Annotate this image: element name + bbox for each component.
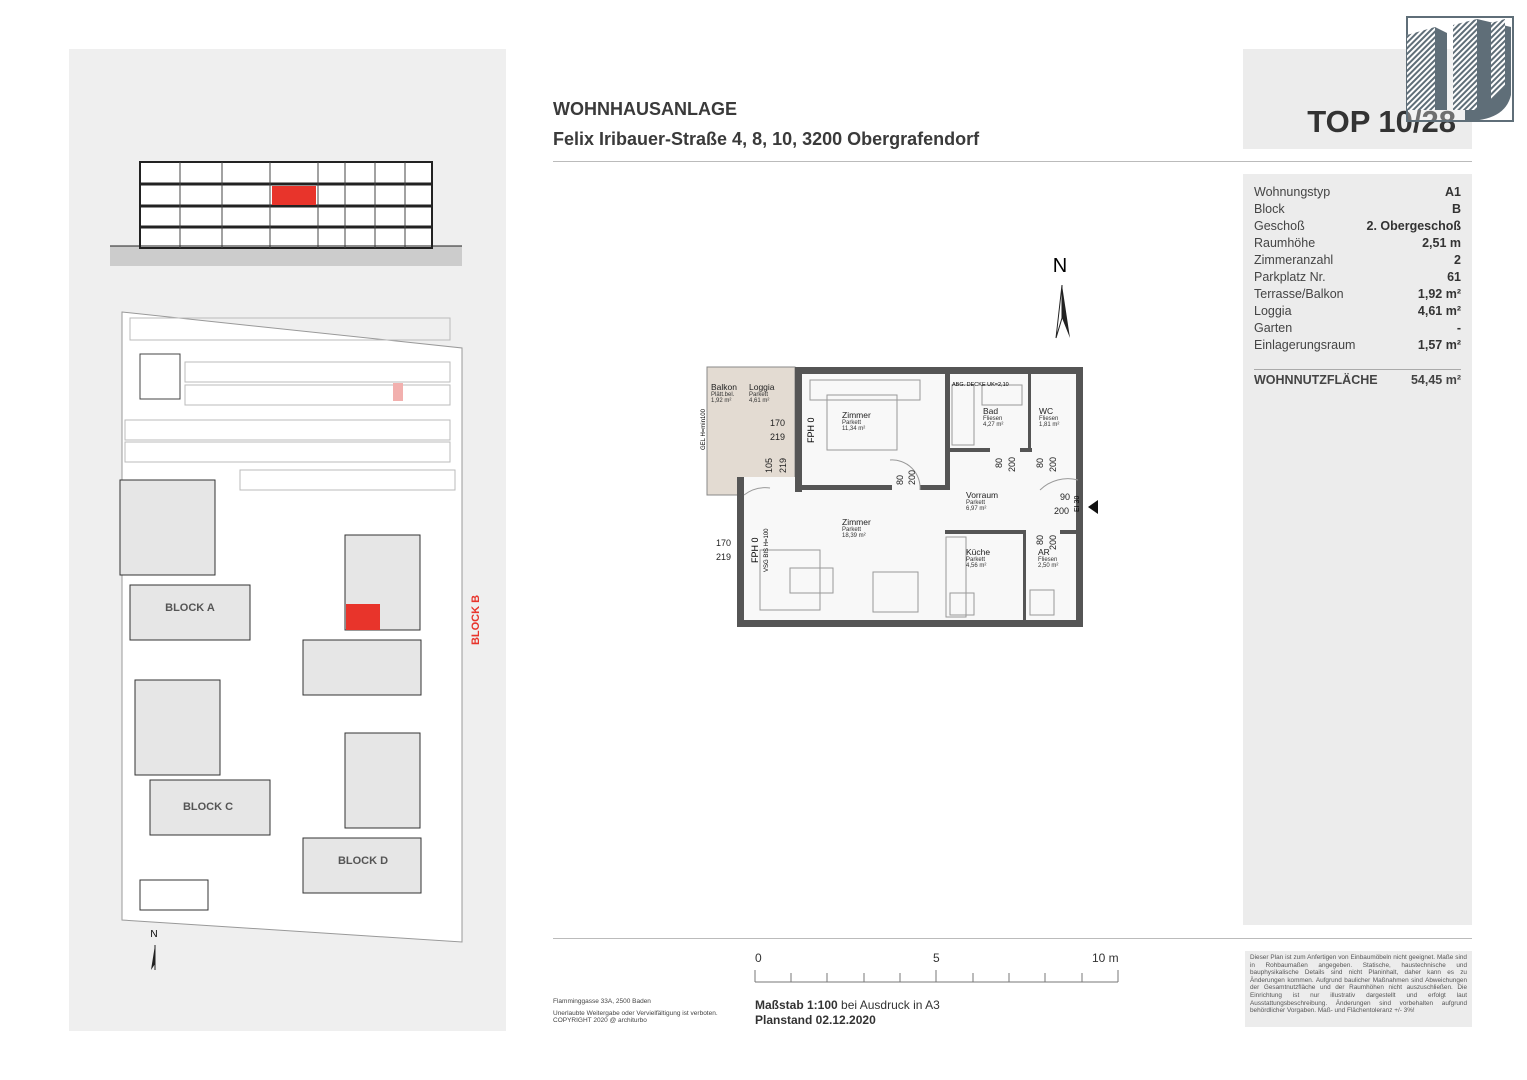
office-address: Flamminggasse 33A, 2500 Baden	[553, 998, 651, 1005]
svg-text:80: 80	[1035, 458, 1045, 468]
floor-plan	[706, 366, 1083, 627]
block-a-label: BLOCK A	[165, 602, 215, 614]
footer-divider	[553, 938, 1472, 939]
info-divider	[1254, 369, 1461, 370]
block-d-label: BLOCK D	[338, 855, 388, 867]
gel-annotation: GEL H=min100	[701, 408, 707, 450]
site-plan	[119, 311, 463, 970]
scale-bar	[754, 970, 1119, 983]
building-elevation	[110, 161, 462, 266]
unit-highlight	[272, 186, 316, 205]
svg-text:200: 200	[1054, 506, 1069, 516]
svg-text:219: 219	[770, 432, 785, 442]
scale-text: Maßstab 1:100 bei Ausdruck in A3	[755, 998, 940, 1012]
ceiling-annotation: ABG. DECKE UK=2,10	[952, 382, 1009, 388]
svg-text:90: 90	[1060, 492, 1070, 502]
svg-text:170: 170	[716, 538, 731, 548]
north-arrow-icon	[1055, 284, 1070, 339]
copyright-line-1: Unerlaubte Weitergabe oder Vervielfältig…	[553, 1010, 718, 1017]
svg-text:80: 80	[1035, 535, 1045, 545]
scale-tick-10: 10 m	[1092, 951, 1119, 965]
fph-annotation: FPH 0	[750, 537, 760, 563]
svg-text:200: 200	[1048, 535, 1058, 550]
architurbo-logo	[1406, 16, 1514, 122]
dimensions: 170 219 170 219 90 200 105 219 80 200 80…	[716, 418, 1070, 562]
address-title: Felix Iribauer-Straße 4, 8, 10, 3200 Obe…	[553, 129, 980, 149]
svg-text:170: 170	[770, 418, 785, 428]
block-c-label: BLOCK C	[183, 801, 233, 813]
info-row: Garten-	[1254, 321, 1461, 335]
info-row: Parkplatz Nr.61	[1254, 270, 1461, 284]
vsg-annotation: VSG BIS H=100	[764, 528, 770, 572]
ei30-annotation: EI 30	[1074, 496, 1081, 512]
svg-text:80: 80	[895, 475, 905, 485]
svg-text:219: 219	[716, 552, 731, 562]
plan-north-label: N	[1053, 255, 1067, 277]
entrance-arrow-icon	[1088, 500, 1098, 514]
site-north-label: N	[150, 929, 157, 940]
page-title: WOHNHAUSANLAGE	[553, 99, 737, 119]
svg-text:200: 200	[907, 470, 917, 485]
header-divider	[553, 161, 1472, 162]
fph-annotation: FPH 0	[806, 417, 816, 443]
svg-text:219: 219	[778, 458, 788, 473]
copyright-line-2: COPYRIGHT 2020 @ architurbo	[553, 1017, 647, 1024]
plan-date: Planstand 02.12.2020	[755, 1013, 876, 1027]
svg-text:200: 200	[1007, 457, 1017, 472]
svg-text:200: 200	[1048, 457, 1058, 472]
scale-tick-5: 5	[933, 951, 940, 965]
svg-text:105: 105	[764, 458, 774, 473]
block-b-label: BLOCK B	[470, 595, 482, 645]
disclaimer: Dieser Plan ist zum Anfertigen von Einba…	[1245, 951, 1472, 1027]
scale-tick-0: 0	[755, 951, 762, 965]
unit-highlight-site	[346, 604, 380, 630]
svg-text:80: 80	[994, 458, 1004, 468]
